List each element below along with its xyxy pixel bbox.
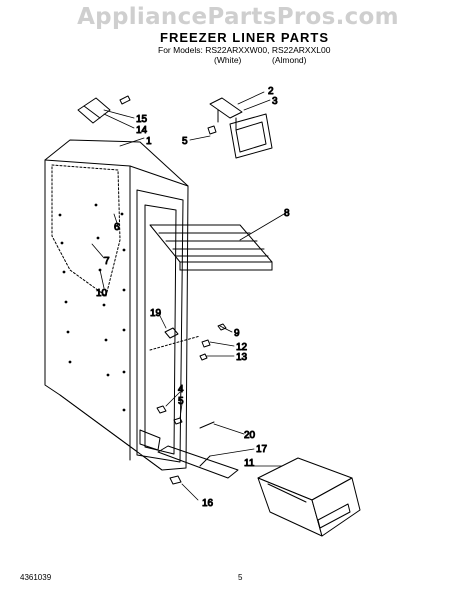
page-title: FREEZER LINER PARTS [160,30,329,45]
top-left-bracket [77,95,131,124]
callout-15: 15 [136,114,148,125]
callout-1: 1 [146,136,152,147]
shelf-supports [149,323,227,361]
freezer-liner-outline [44,139,189,471]
bottom-rail [157,445,239,485]
color-legend: (White) (Almond) [0,55,476,67]
callout-12: 12 [236,342,248,353]
callout-7: 7 [104,256,110,267]
callout-4: 4 [178,384,184,395]
bottom-screws [156,405,215,429]
callout-3: 3 [272,96,278,107]
callout-10: 10 [96,288,108,299]
watermark: AppliancePartsPros.com [77,4,399,30]
color-almond-label: (Almond) [272,55,307,65]
light-housing [207,97,273,159]
leader-lines [91,91,285,501]
document-number: 4361039 [20,573,52,582]
callout-2: 2 [268,86,274,97]
callout-numbers: 15 14 1 2 3 5 6 7 10 8 19 9 12 13 4 5 20… [96,86,291,510]
callout-9: 9 [234,328,240,339]
callout-13: 13 [236,352,248,363]
callout-19: 19 [150,308,162,319]
callout-5-bottom: 5 [178,396,184,407]
callout-11: 11 [244,458,255,469]
callout-6: 6 [114,222,120,233]
wire-shelf [149,224,273,271]
page-number: 5 [238,573,243,582]
callout-16: 16 [202,498,214,509]
callout-8: 8 [284,208,290,219]
ice-bin [257,457,361,537]
callout-17: 17 [256,444,268,455]
callout-14: 14 [136,125,148,136]
callout-5-top: 5 [182,136,188,147]
color-white-label: (White) [214,55,242,65]
callout-20: 20 [244,430,256,441]
models-line: For Models: RS22ARXXW00, RS22ARXXL00 [158,45,331,55]
liner-rivets [58,203,126,412]
